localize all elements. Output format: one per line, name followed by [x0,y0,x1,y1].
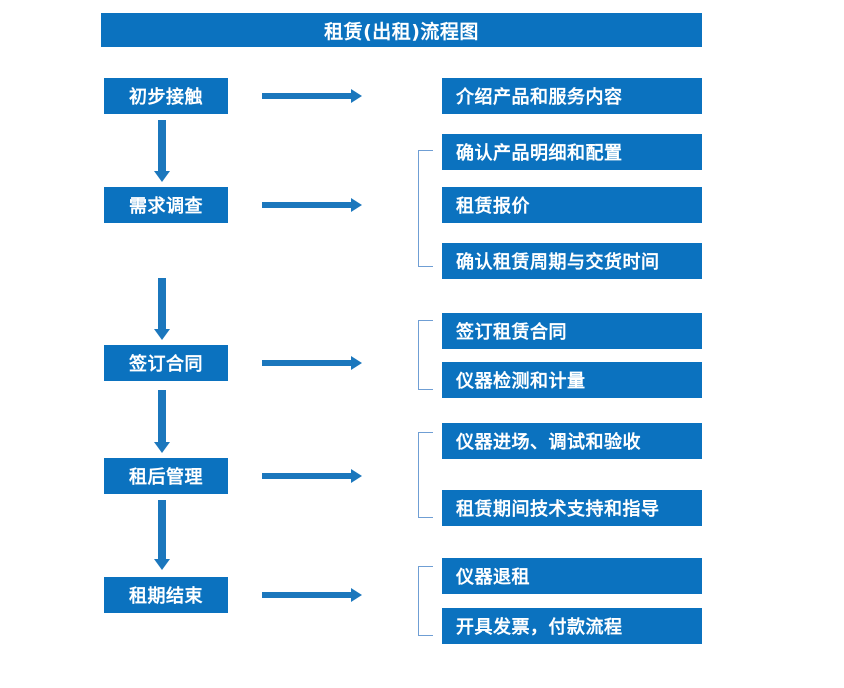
task-box-invoice-payment[interactable]: 开具发票，付款流程 [442,608,702,644]
diagram-title: 租赁(出租)流程图 [101,13,702,47]
group-bracket-post-rental-management [418,432,433,518]
group-bracket-demand-survey [418,150,433,267]
task-box-instrument-entry-commissioning[interactable]: 仪器进场、调试和验收 [442,423,702,459]
task-box-sign-rental-contract[interactable]: 签订租赁合同 [442,313,702,349]
task-box-technical-support[interactable]: 租赁期间技术支持和指导 [442,490,702,526]
stage-box-sign-contract[interactable]: 签订合同 [104,345,228,381]
task-box-rental-quotation[interactable]: 租赁报价 [442,187,702,223]
task-box-confirm-product-details[interactable]: 确认产品明细和配置 [442,134,702,170]
stage-box-rental-end[interactable]: 租期结束 [104,577,228,613]
task-box-instrument-inspection[interactable]: 仪器检测和计量 [442,362,702,398]
task-box-instrument-return[interactable]: 仪器退租 [442,558,702,594]
stage-box-post-rental-management[interactable]: 租后管理 [104,458,228,494]
stage-box-demand-survey[interactable]: 需求调查 [104,187,228,223]
stage-box-initial-contact[interactable]: 初步接触 [104,78,228,114]
group-bracket-rental-end [418,566,433,636]
group-bracket-sign-contract [418,320,433,390]
task-box-introduce-products[interactable]: 介绍产品和服务内容 [442,78,702,114]
task-box-confirm-rental-period[interactable]: 确认租赁周期与交货时间 [442,243,702,279]
